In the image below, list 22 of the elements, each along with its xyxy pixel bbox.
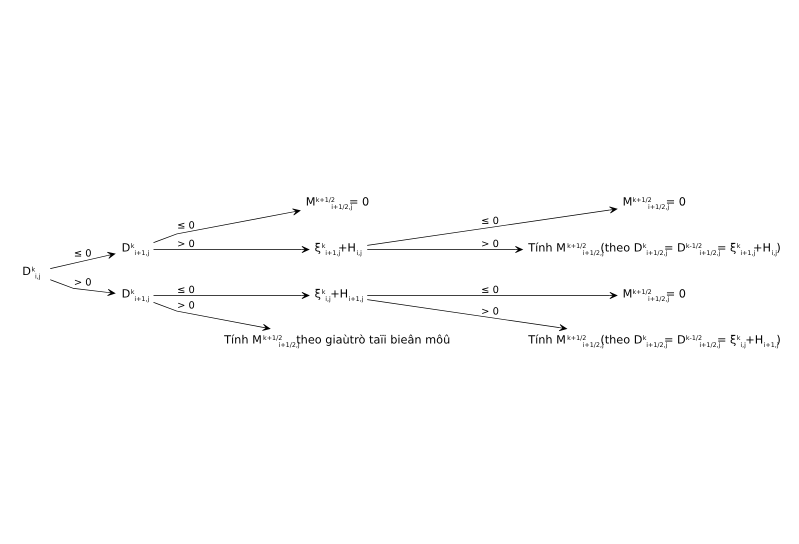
arrow xyxy=(153,302,270,330)
edge-label: > 0 xyxy=(481,238,499,250)
edge-label: ≤ 0 xyxy=(481,216,499,227)
edge-label: > 0 xyxy=(177,300,195,311)
arrow xyxy=(153,245,310,253)
edge-label: ≤ 0 xyxy=(74,248,92,260)
node-text: ξ$^{k}$$_{i+1,j}$+H$_{i,j}$ xyxy=(314,241,362,256)
edge-label: > 0 xyxy=(481,306,499,318)
arrow xyxy=(50,251,116,268)
edge-label: ≤ 0 xyxy=(177,284,195,296)
edge-label: > 0 xyxy=(177,238,195,250)
arrow xyxy=(50,278,116,296)
arrow xyxy=(153,208,300,242)
edge-label: ≤ 0 xyxy=(177,220,195,231)
arrow xyxy=(153,291,310,299)
edge-label: ≤ 0 xyxy=(481,284,499,296)
edge-label: > 0 xyxy=(74,277,92,288)
node-text: ξ$^{k}$$_{i,j}$+H$_{i+1,j}$ xyxy=(314,286,364,302)
arrow xyxy=(366,291,618,299)
arrow xyxy=(366,206,618,246)
arrow xyxy=(366,298,567,331)
arrow xyxy=(366,245,523,253)
